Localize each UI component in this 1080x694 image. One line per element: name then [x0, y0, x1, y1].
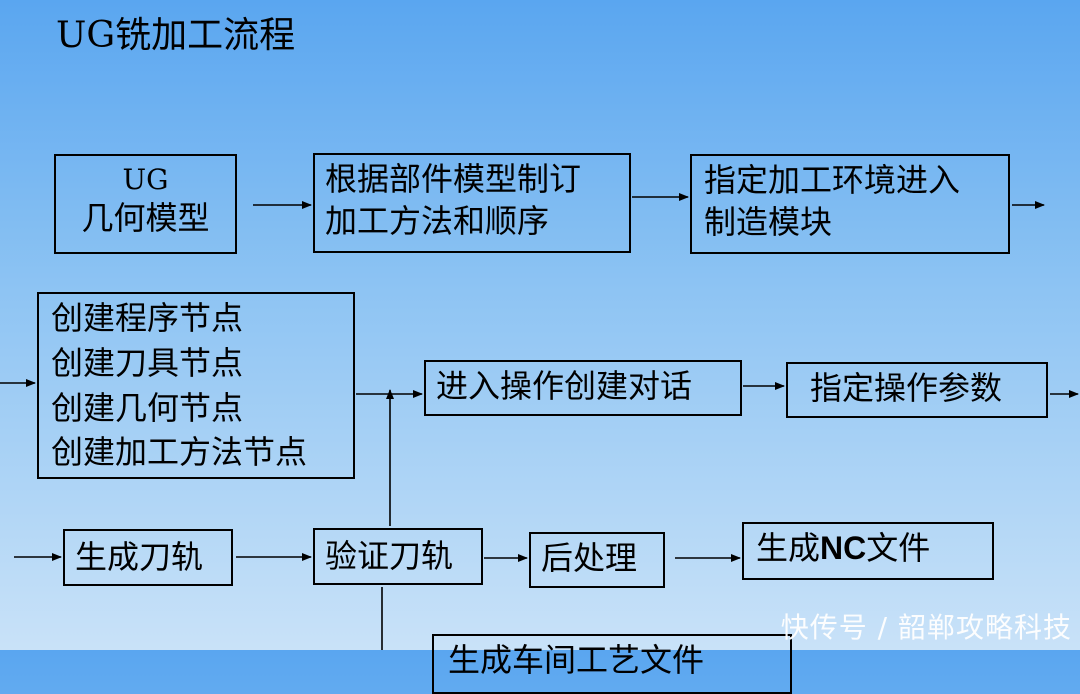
box-ug-model-line-2: 几何模型 [81, 199, 210, 238]
box-plan: 根据部件模型制订 加工方法和顺序 [313, 153, 631, 253]
box-post-label: 后处理 [541, 539, 638, 577]
box-gen-path: 生成刀轨 [63, 529, 233, 586]
box-nodes-line-2: 创建刀具节点 [51, 343, 244, 382]
box-ug-model: UG 几何模型 [54, 154, 237, 254]
box-verify: 验证刀轨 [313, 528, 483, 585]
box-nc-file-label: 生成NC文件 [756, 528, 992, 570]
box-nc-file: 生成NC文件 [742, 522, 994, 580]
page-title: UG铣加工流程 [56, 15, 296, 56]
watermark: 快传号 / 韶郸攻略科技 [780, 611, 1072, 644]
box-op-params-label: 指定操作参数 [810, 369, 1003, 407]
box-ug-model-line-1: UG [122, 163, 169, 196]
nc-file-pre: 生成 [756, 529, 821, 567]
box-env: 指定加工环境进入 制造模块 [690, 154, 1010, 254]
box-gen-path-label: 生成刀轨 [75, 538, 204, 576]
box-nodes: 创建程序节点 创建刀具节点 创建几何节点 创建加工方法节点 [37, 292, 355, 479]
box-op-dialog: 进入操作创建对话 [424, 360, 742, 416]
box-env-line-1: 指定加工环境进入 [704, 161, 961, 199]
box-plan-line-2: 加工方法和顺序 [325, 201, 550, 240]
box-op-params: 指定操作参数 [786, 362, 1048, 418]
nc-file-bold: NC [820, 530, 867, 566]
box-op-dialog-label: 进入操作创建对话 [436, 367, 693, 405]
box-nodes-line-1: 创建程序节点 [51, 299, 244, 337]
box-nodes-line-4: 创建加工方法节点 [51, 433, 308, 472]
box-plan-line-1: 根据部件模型制订 [325, 160, 582, 198]
box-verify-label: 验证刀轨 [325, 537, 454, 575]
box-nodes-line-3: 创建几何节点 [51, 388, 244, 427]
box-post: 后处理 [529, 532, 665, 588]
nc-file-post: 文件 [866, 529, 931, 567]
flow-arrows [0, 193, 1079, 650]
box-env-line-2: 制造模块 [704, 202, 833, 241]
